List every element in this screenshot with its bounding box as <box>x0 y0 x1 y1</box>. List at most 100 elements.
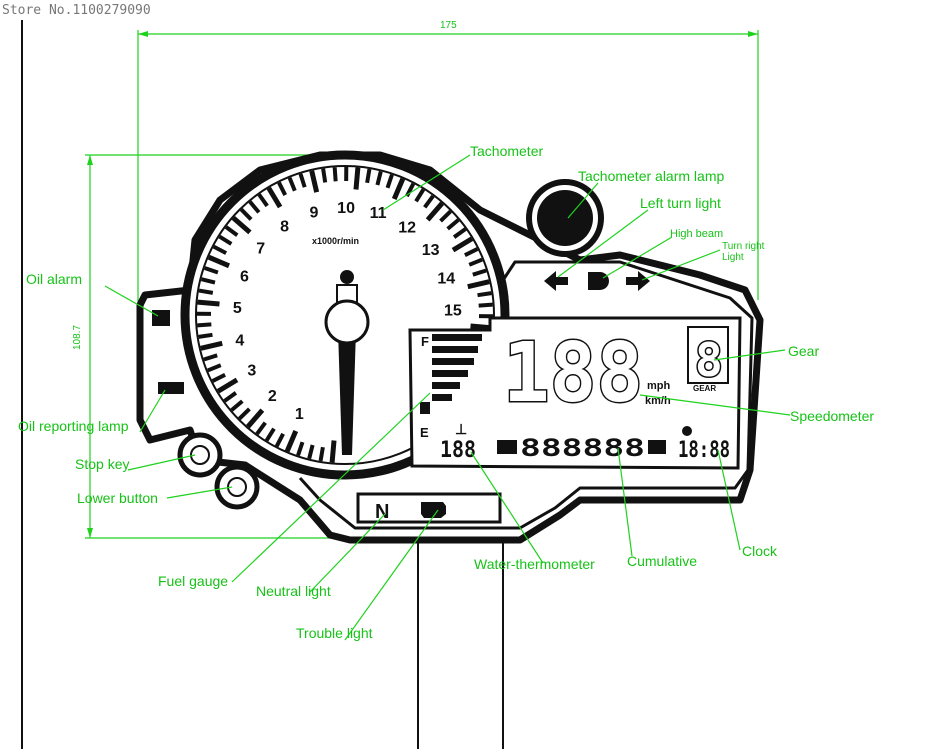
label-clock: Clock <box>742 543 778 559</box>
tachometer-tick <box>309 170 320 193</box>
tachometer-tick <box>200 277 216 285</box>
tachometer-tick <box>318 446 325 462</box>
tachometer-number: 4 <box>235 333 244 350</box>
tachometer-tick <box>446 218 460 231</box>
tachometer-tick <box>451 236 474 253</box>
tachometer-number: 7 <box>256 240 265 257</box>
clock-digits: 18:88 <box>678 438 730 463</box>
needle-hub <box>324 299 370 345</box>
tachometer-number: 13 <box>422 242 440 259</box>
tachometer-tick <box>332 167 338 182</box>
height-label: 108.7 <box>72 325 83 350</box>
width-label: 175 <box>440 20 457 31</box>
annotation-leaders <box>104 154 791 641</box>
stop-key-inner <box>190 445 210 465</box>
label-speedometer: Speedometer <box>790 408 874 424</box>
fuel-empty-mark: E <box>420 425 429 440</box>
tachometer-tick <box>203 353 218 362</box>
speed-unit-mph: mph <box>647 380 671 392</box>
needle <box>338 330 356 455</box>
label-turn-right-light-2: Light <box>722 252 744 263</box>
label-turn-right-light-1: Turn right <box>722 241 765 252</box>
tachometer-tick <box>264 427 276 442</box>
tachometer-tick <box>238 407 251 421</box>
tachometer-number: 3 <box>247 363 256 380</box>
tachometer-tick <box>239 208 253 221</box>
tachometer-number: 6 <box>240 269 249 286</box>
label-cumulative: Cumulative <box>627 553 697 569</box>
tachometer-tick <box>197 322 212 328</box>
tachometer-tick <box>230 399 244 412</box>
tachometer-tick <box>307 444 315 460</box>
high-beam-icon <box>588 272 609 290</box>
tachometer-tick <box>198 288 214 295</box>
lower-button-inner <box>227 477 247 497</box>
tachometer-tick <box>248 200 261 214</box>
odometer-mode-icon <box>497 440 517 454</box>
engine-trouble-icon <box>421 502 446 518</box>
label-tachometer-alarm-lamp: Tachometer alarm lamp <box>578 168 724 184</box>
tachometer-tick <box>385 174 394 189</box>
tachometer-tick <box>468 257 483 267</box>
tachometer-tick <box>353 167 361 190</box>
neutral-light-icon: N <box>375 501 389 523</box>
annotations: Tachometer Tachometer alarm lamp Left tu… <box>18 143 874 641</box>
label-fuel-gauge: Fuel gauge <box>158 573 228 589</box>
label-trouble-light: Trouble light <box>296 625 373 641</box>
tachometer-tick <box>197 299 220 307</box>
tachometer-tick <box>246 408 265 429</box>
tachometer-tick <box>414 188 426 203</box>
tachometer-tick <box>224 225 239 237</box>
tachometer-tick <box>284 430 299 453</box>
tachometer-tick <box>439 209 452 223</box>
tachometer-number: 2 <box>268 388 277 405</box>
tachometer-tick <box>255 421 267 436</box>
indicator-row <box>544 271 650 291</box>
label-tachometer: Tachometer <box>470 143 543 159</box>
label-oil-alarm: Oil alarm <box>26 271 82 287</box>
tachometer-number: 12 <box>398 220 416 237</box>
tachometer-tick <box>231 216 252 235</box>
tachometer-number: 10 <box>337 200 355 217</box>
gear-display-frame <box>687 326 729 384</box>
tachometer-ticks <box>196 166 494 463</box>
tachometer-tick <box>287 177 297 192</box>
tachometer-tick <box>467 279 490 290</box>
label-neutral-light: Neutral light <box>256 583 331 599</box>
water-temp-digits: 188 <box>440 438 476 463</box>
tachometer-tick <box>375 170 383 186</box>
tachometer-tick <box>472 268 487 277</box>
right-turn-arrow-icon <box>626 271 650 291</box>
tachometer-number: 1 <box>295 406 304 423</box>
tachometer-tick <box>321 168 328 183</box>
tachometer-tick <box>391 177 406 200</box>
tachometer-tick <box>218 234 233 246</box>
speedometer-digits: 188 <box>503 326 643 421</box>
label-stop-key: Stop key <box>75 456 129 472</box>
tachometer-tick <box>296 441 305 456</box>
tachometer-tick <box>211 373 226 383</box>
fuel-gauge-bars <box>432 334 482 401</box>
tachometer-tick <box>329 440 337 463</box>
tachometer-scale-label: x1000r/min <box>312 236 359 246</box>
fuel-icon <box>420 402 430 414</box>
tachometer-tick <box>365 168 372 184</box>
oil-reporting-lamp-icon <box>158 382 184 394</box>
water-temp-icon: ⊥ <box>455 421 467 437</box>
label-left-turn-light: Left turn light <box>640 195 721 211</box>
tachometer-tick <box>452 227 467 239</box>
tachometer-number: 5 <box>233 300 242 317</box>
tachometer-tick <box>477 291 492 298</box>
tachometer-number: 9 <box>309 205 318 222</box>
lcd-panel: F E 188 mph km/h 8 GEAR 188 ⊥ 888888 18:… <box>408 316 742 470</box>
tachometer-tick <box>277 181 287 196</box>
tachometer-tick <box>257 193 269 208</box>
label-lower-button: Lower button <box>77 490 158 506</box>
label-gear: Gear <box>788 343 819 359</box>
tachometer-number: 8 <box>280 218 289 235</box>
tachometer-number: 11 <box>370 205 387 222</box>
tachometer-tick <box>266 186 283 209</box>
tachometer-tick <box>216 377 239 394</box>
